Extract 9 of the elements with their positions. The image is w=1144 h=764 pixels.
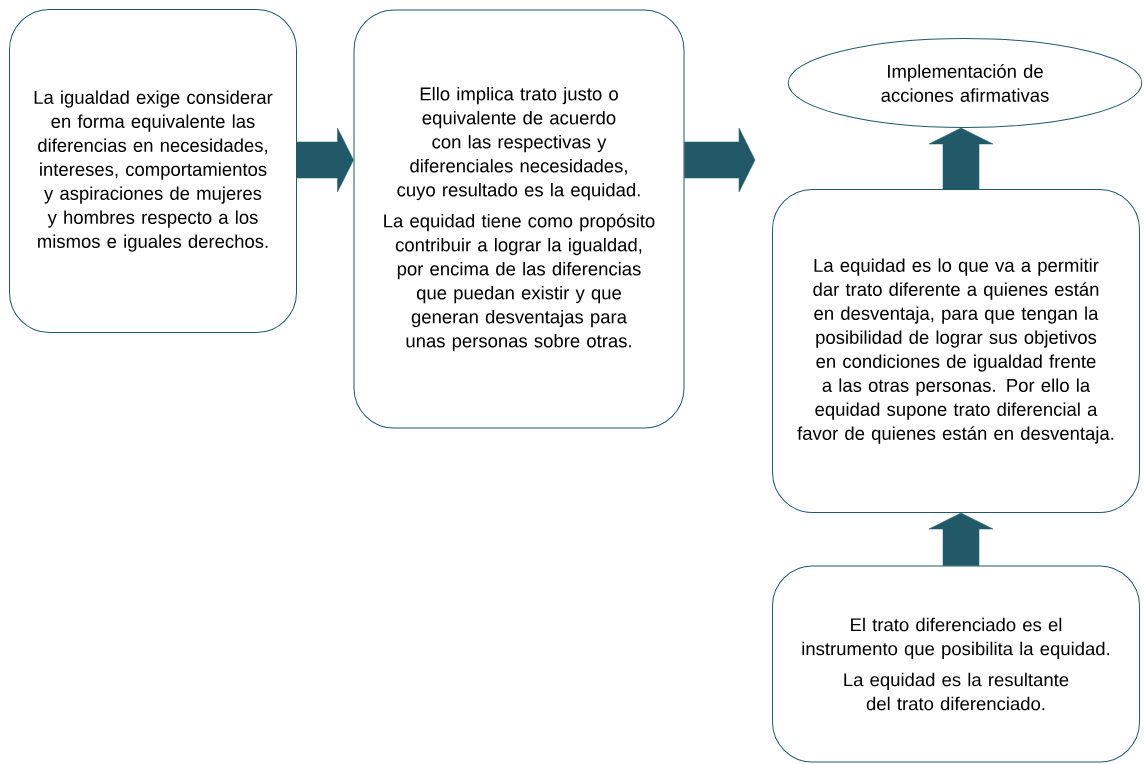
block-arrow xyxy=(928,127,994,190)
block-arrow xyxy=(296,127,354,193)
process-box: La igualdad exige considerar en forma equivalente las diferencias en necesidades, intereses, comportamientos y aspiraciones de mujeres y hombres respecto a los mismos e iguales derechos. xyxy=(9,9,297,333)
block-arrow xyxy=(684,127,756,193)
process-box: El trato diferenciado es el instrumento que posibilita la equidad. La equidad es la resultante del trato diferenciado. xyxy=(772,565,1140,763)
process-box: La equidad es lo que va a permitir dar trato diferente a quienes están en desventaja, para que tengan la posibilidad de lograr sus objetivos en condiciones de igualdad frente a las otras personas. Por ello la equidad supone trato diferencial a favor de quienes están en desventaja. xyxy=(772,189,1140,513)
block-arrow xyxy=(928,512,994,566)
ellipse-node: Implementación de acciones afirmativas xyxy=(787,38,1143,128)
process-box: Ello implica trato justo o equivalente de acuerdo con las respectivas y diferenciales necesidades, cuyo resultado es la equidad. La equidad tiene como propósito contribuir a lograr la igualdad, por encima de las diferencias que puedan existir y que generan desventajas para unas personas sobre otras. xyxy=(353,9,685,429)
